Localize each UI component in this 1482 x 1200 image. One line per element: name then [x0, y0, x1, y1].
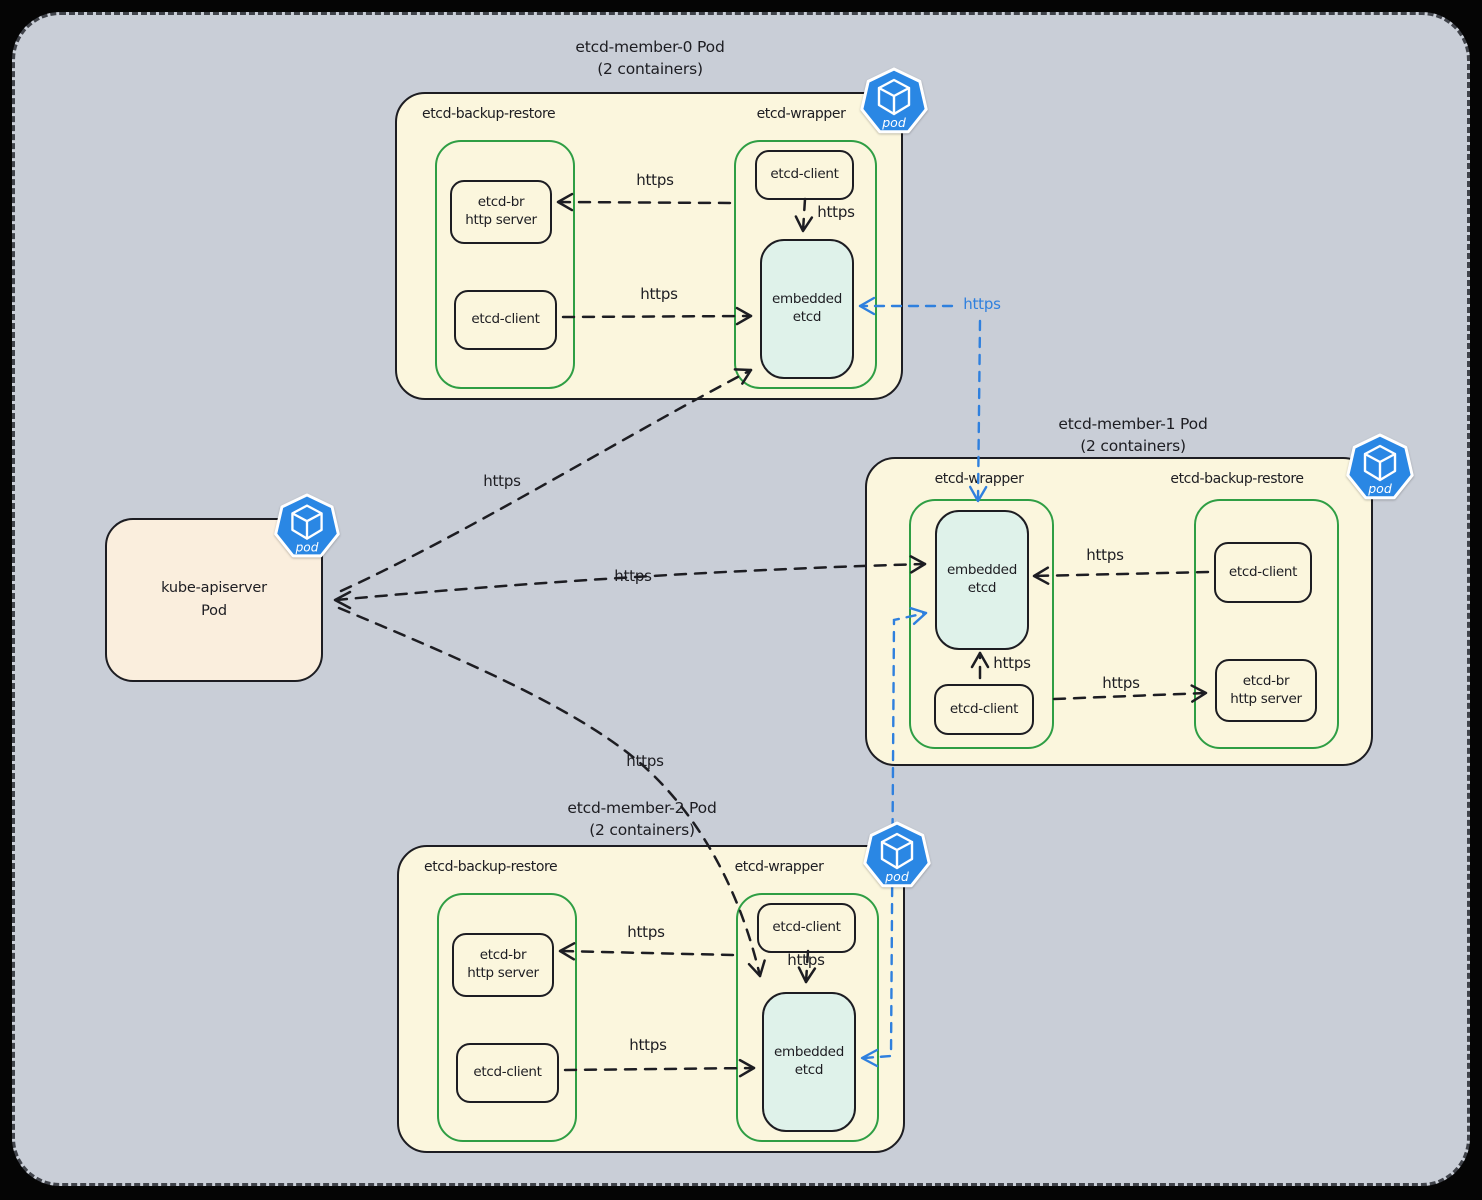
edge-label-https: https — [614, 567, 652, 585]
pod-badge-label: pod — [1367, 481, 1392, 496]
edge-label-https: https — [1102, 674, 1140, 692]
node-etcd-client: etcd-client — [454, 290, 557, 350]
pod-etcd-member-0: etcd-backup-restore etcd-br http server … — [395, 92, 903, 400]
container-label-backup-restore: etcd-backup-restore — [1170, 471, 1304, 487]
container-label-backup-restore: etcd-backup-restore — [422, 106, 556, 122]
pod-badge-label: pod — [881, 115, 906, 130]
edge-label-https: https — [817, 203, 855, 221]
edge-label-https: https — [636, 171, 674, 189]
node-etcd-client: etcd-client — [456, 1043, 559, 1103]
pod-title-line1: etcd-member-2 Pod — [567, 799, 717, 817]
node-embedded-etcd: embedded etcd — [760, 239, 854, 379]
pod-badge-label: pod — [884, 869, 909, 884]
node-label-line: http server — [465, 212, 537, 228]
node-embedded-etcd: embedded etcd — [762, 992, 856, 1132]
edge-label-https: https — [626, 752, 664, 770]
edge-label-https-peer: https — [963, 295, 1001, 313]
node-label-line: embedded — [772, 291, 842, 308]
container-label-backup-restore: etcd-backup-restore — [424, 859, 558, 875]
container-label-wrapper: etcd-wrapper — [756, 106, 846, 122]
edge-label-https: https — [483, 472, 521, 490]
pod-title-line1: etcd-member-1 Pod — [1058, 415, 1208, 433]
apiserver-label-line1: kube-apiserver — [161, 579, 267, 596]
node-label-line: http server — [1230, 690, 1302, 707]
edge-label-https: https — [640, 285, 678, 303]
container-label-wrapper: etcd-wrapper — [734, 859, 824, 875]
container-backup-restore — [437, 893, 577, 1142]
edge-label-https: https — [1086, 546, 1124, 564]
pod-badge-icon: pod — [860, 67, 928, 134]
pod-badge-icon: pod — [863, 821, 931, 888]
node-label-line: etcd-br — [1242, 672, 1290, 689]
pod-title-etcd-member-1: etcd-member-1 Pod (2 containers) — [1058, 413, 1207, 458]
node-label-line: etcd — [967, 580, 997, 596]
container-label-wrapper: etcd-wrapper — [934, 471, 1024, 487]
node-label-line: etcd-br — [479, 947, 527, 964]
node-label-line: embedded — [774, 1044, 844, 1061]
node-embedded-etcd: embedded etcd — [935, 510, 1029, 650]
pod-title-line1: etcd-member-0 Pod — [575, 38, 725, 56]
node-etcd-client: etcd-client — [1214, 542, 1312, 603]
node-label-line: etcd-client — [471, 311, 540, 328]
container-backup-restore — [1194, 499, 1339, 749]
node-label-line: etcd-client — [1228, 563, 1298, 580]
node-etcd-client: etcd-client — [934, 684, 1034, 735]
pod-etcd-member-2: etcd-backup-restore etcd-br http server … — [397, 845, 905, 1153]
node-etcd-br-http-server: etcd-br http server — [1215, 659, 1317, 722]
node-label-line: embedded — [947, 562, 1017, 579]
pod-title-line2: (2 containers) — [589, 821, 695, 840]
node-etcd-br-http-server: etcd-br http server — [452, 933, 554, 997]
edge-label-https: https — [629, 1036, 667, 1054]
edge-label-https: https — [993, 654, 1031, 672]
pod-title-line2: (2 containers) — [597, 60, 703, 79]
pod-title-line2: (2 containers) — [1080, 437, 1186, 456]
pod-badge-icon: pod — [1346, 433, 1414, 500]
container-wrapper — [734, 140, 877, 389]
node-etcd-client: etcd-client — [757, 903, 856, 953]
pod-badge-label: pod — [295, 540, 319, 554]
node-label-line: etcd — [794, 1062, 824, 1078]
pod-etcd-member-1: etcd-wrapper embedded etcd etcd-client e… — [865, 457, 1373, 766]
node-etcd-client: etcd-client — [755, 150, 854, 200]
node-label-line: etcd-client — [770, 166, 839, 183]
node-etcd-br-http-server: etcd-br http server — [450, 180, 552, 244]
edge-label-https: https — [787, 951, 825, 969]
pod-title-etcd-member-2: etcd-member-2 Pod (2 containers) — [567, 797, 716, 842]
pod-title-etcd-member-0: etcd-member-0 Pod (2 containers) — [575, 36, 724, 81]
node-label-line: etcd-client — [772, 919, 841, 936]
node-label-line: etcd-br — [477, 194, 525, 211]
node-label-line: etcd-client — [949, 700, 1019, 717]
edge-label-https: https — [627, 923, 665, 941]
pod-badge-icon: pod — [274, 493, 340, 558]
node-label-line: etcd — [792, 309, 822, 325]
container-backup-restore — [435, 140, 575, 389]
node-label-line: etcd-client — [473, 1064, 542, 1081]
apiserver-label-line2: Pod — [201, 603, 227, 619]
node-label-line: http server — [467, 965, 539, 981]
